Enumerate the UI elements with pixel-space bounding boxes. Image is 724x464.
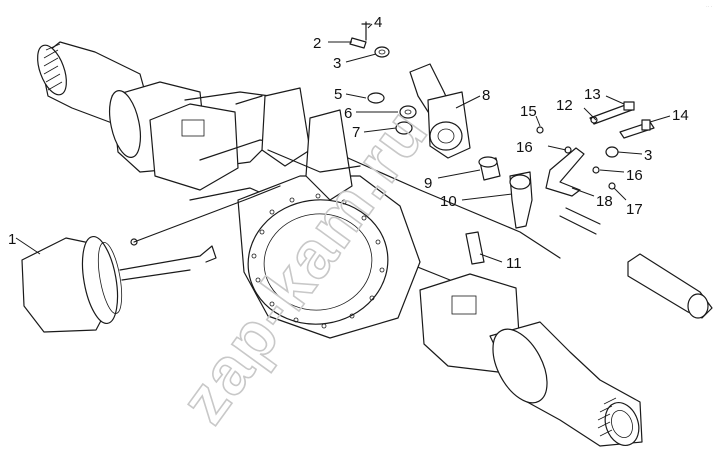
callout-14: 14 [672,107,689,124]
callout-3: 3 [333,55,341,72]
leader-lines [15,23,671,263]
callout-8: 8 [482,87,490,104]
callout-1: 1 [8,231,16,248]
callout-9: 9 [424,175,432,192]
callout-15: 15 [520,103,537,120]
callout-labels: 1 2 3 3 4 5 6 7 8 9 10 11 12 13 14 15 16… [8,14,689,272]
callout-2: 2 [313,35,321,52]
slack-adjuster [349,21,655,265]
callout-13: 13 [584,86,601,103]
callout-11: 11 [506,255,522,272]
callout-16: 16 [516,139,533,156]
camshaft [559,207,713,319]
axle-housing [37,41,643,447]
corner-mark: ·· · [706,4,713,10]
callout-10: 10 [440,193,457,210]
callout-6: 6 [344,105,352,122]
brake-chamber [21,185,281,333]
callout-3: 3 [644,147,652,164]
callout-17: 17 [626,201,643,218]
callout-5: 5 [334,86,342,103]
callout-7: 7 [352,124,360,141]
callout-12: 12 [556,97,573,114]
callout-4: 4 [374,14,382,31]
callout-16: 16 [626,167,643,184]
callout-18: 18 [596,193,613,210]
